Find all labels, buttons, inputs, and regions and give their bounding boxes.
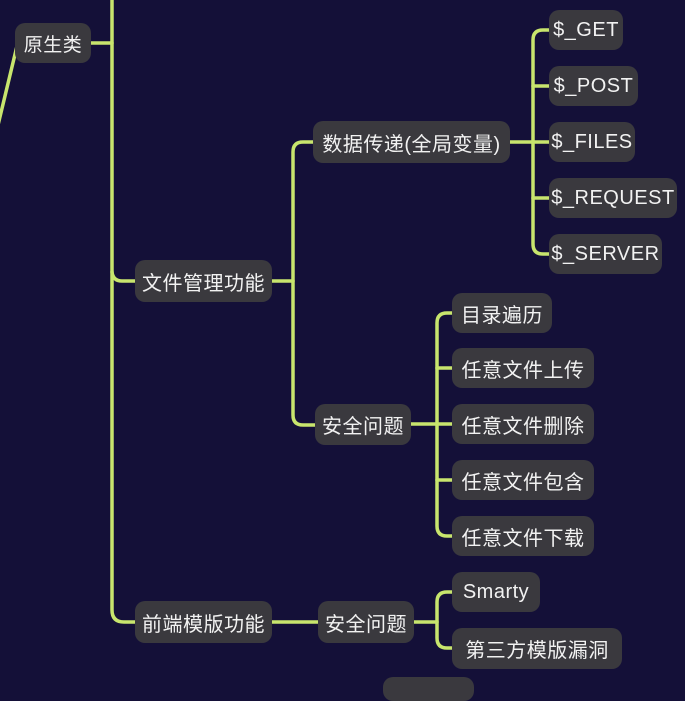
node-request[interactable]: $_REQUEST	[549, 178, 677, 218]
node-data-transfer-globals[interactable]: 数据传递(全局变量)	[313, 121, 510, 163]
node-arbitrary-upload[interactable]: 任意文件上传	[452, 348, 594, 388]
node-files[interactable]: $_FILES	[549, 122, 635, 162]
node-get[interactable]: $_GET	[549, 10, 623, 50]
node-post[interactable]: $_POST	[549, 66, 638, 106]
node-partial-bottom[interactable]	[383, 677, 474, 701]
node-security-template[interactable]: 安全问题	[318, 601, 414, 643]
node-native-class[interactable]: 原生类	[15, 23, 91, 63]
node-third-party-template-vuln[interactable]: 第三方模版漏洞	[452, 628, 622, 669]
edge-native-class-trunk	[110, 0, 137, 624]
connector-lines	[0, 0, 551, 650]
node-smarty[interactable]: Smarty	[452, 572, 540, 612]
edge-security2-bracket	[435, 590, 454, 650]
node-frontend-template[interactable]: 前端模版功能	[135, 601, 272, 643]
node-arbitrary-delete[interactable]: 任意文件删除	[452, 404, 594, 444]
node-arbitrary-include[interactable]: 任意文件包含	[452, 460, 594, 500]
node-file-management[interactable]: 文件管理功能	[135, 260, 272, 302]
node-server[interactable]: $_SERVER	[549, 234, 662, 274]
node-arbitrary-download[interactable]: 任意文件下载	[452, 516, 594, 556]
node-security-file[interactable]: 安全问题	[315, 404, 411, 445]
edge-file-mgmt-bracket	[291, 140, 317, 427]
node-dir-traversal[interactable]: 目录遍历	[452, 293, 552, 333]
edge-root-to-native-class	[0, 44, 19, 125]
edge-trunk-to-file-mgmt	[110, 270, 137, 283]
